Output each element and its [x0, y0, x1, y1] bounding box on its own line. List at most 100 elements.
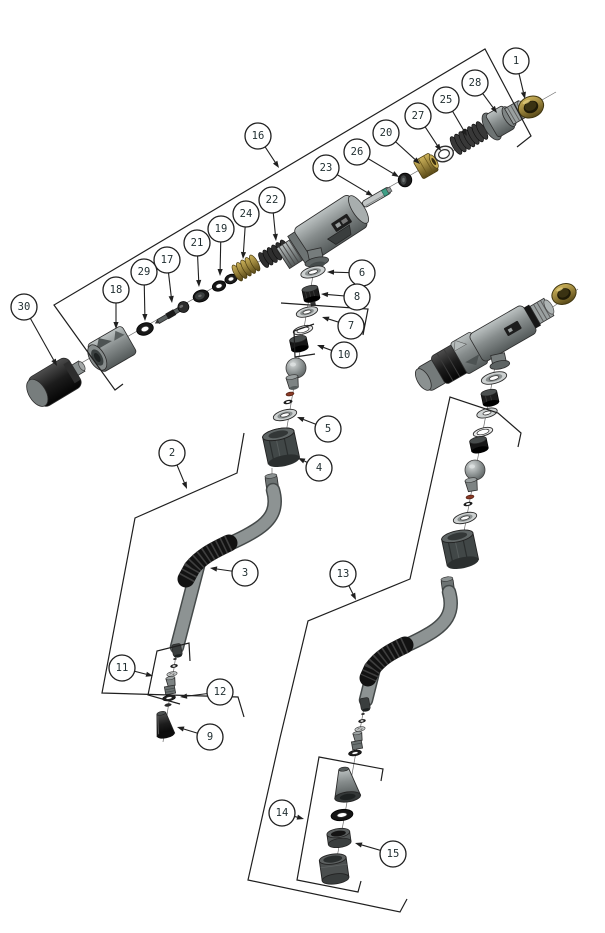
bracket-group-13: [247, 396, 522, 913]
bracket-group-16: [53, 48, 532, 391]
callout-21: 21: [183, 229, 211, 257]
svg-text:2: 2: [169, 447, 175, 459]
arrowhead-3: [210, 566, 218, 572]
callout-19: 19: [207, 215, 235, 243]
arrowhead-19: [217, 268, 223, 276]
callout-29: 29: [130, 258, 158, 286]
svg-text:9: 9: [207, 731, 213, 743]
callout-13: 13: [329, 560, 357, 588]
arrowhead-17: [168, 295, 174, 303]
svg-text:13: 13: [337, 568, 350, 580]
arrowhead-29: [142, 313, 148, 321]
arrowhead-14: [296, 814, 304, 820]
part-24-brass-spring: [231, 254, 261, 282]
svg-text:14: 14: [276, 807, 289, 819]
svg-text:29: 29: [138, 266, 151, 278]
assembly-13-bottom-port: [489, 352, 511, 370]
arrowhead-30: [51, 358, 57, 366]
assembly-13-column: [441, 371, 508, 570]
centerlines: [47, 91, 579, 881]
arrowhead-1: [520, 91, 526, 99]
arrowhead-15: [355, 842, 363, 848]
arrowhead-16: [272, 160, 279, 168]
svg-text:4: 4: [316, 462, 322, 474]
part-14-nozzle-group: [318, 766, 362, 885]
svg-text:21: 21: [191, 237, 204, 249]
part-21-seal-disc: [192, 289, 210, 303]
assembly-13-valve: [414, 297, 555, 391]
svg-text:26: 26: [351, 146, 364, 158]
arrowhead-2: [181, 481, 187, 489]
part-9-nozzle: [156, 710, 176, 739]
part-30-knob: [26, 357, 86, 407]
part-18-swivel-nut: [87, 326, 137, 372]
arrowhead-22: [272, 233, 278, 241]
arrowhead-20: [413, 157, 420, 164]
arrowhead-9: [177, 726, 185, 732]
callout-25: 25: [432, 86, 460, 114]
svg-text:16: 16: [252, 130, 265, 142]
svg-text:30: 30: [18, 301, 31, 313]
part-27-oring-white: [434, 145, 454, 163]
svg-text:15: 15: [387, 848, 400, 860]
part-23-pin: [362, 186, 393, 208]
part-tiny-ring-2: [164, 703, 172, 707]
callout-16: 16: [244, 122, 272, 150]
callout-12: 12: [206, 678, 234, 706]
svg-text:18: 18: [110, 284, 123, 296]
part-17-valve-stem: [154, 301, 190, 324]
arrowhead-6: [327, 269, 335, 275]
arrowhead-26: [391, 171, 399, 177]
bracket-group-11: [147, 642, 191, 705]
callout-6: 6: [348, 259, 376, 287]
svg-text:25: 25: [440, 94, 453, 106]
bubble-layer: 1282527202623162224192117291830687105423…: [10, 47, 530, 868]
callout-4: 4: [305, 454, 333, 482]
svg-text:3: 3: [242, 567, 248, 579]
bracket-group-10: [293, 323, 316, 358]
bracket-group-2: [101, 432, 245, 718]
arrowhead-12: [180, 693, 188, 699]
arrowhead-28: [490, 105, 497, 113]
callout-15: 15: [379, 840, 407, 868]
part-2-tube-assembly: [169, 473, 282, 658]
svg-text:5: 5: [325, 423, 331, 435]
svg-text:20: 20: [380, 127, 393, 139]
svg-text:23: 23: [320, 162, 333, 174]
part-8-knurled-insert: [301, 284, 321, 307]
callout-17: 17: [153, 246, 181, 274]
svg-text:8: 8: [354, 291, 360, 303]
part-3-flex-sleeve: [177, 534, 238, 588]
callout-24: 24: [232, 200, 260, 228]
part-tiny-oring: [283, 399, 293, 405]
callout-8: 8: [343, 283, 371, 311]
svg-text:27: 27: [412, 110, 425, 122]
part-red-seal: [285, 391, 295, 397]
callout-30: 30: [10, 293, 38, 321]
callout-18: 18: [102, 276, 130, 304]
part-26-grommet: [397, 172, 413, 188]
part-16-bottom-port: [304, 247, 330, 269]
svg-text:11: 11: [116, 662, 129, 674]
svg-text:28: 28: [469, 77, 482, 89]
arrowhead-27: [434, 143, 441, 151]
callout-26: 26: [343, 138, 371, 166]
part-5-washer: [272, 408, 298, 422]
svg-text:19: 19: [215, 223, 228, 235]
bracket-group-14: [296, 756, 384, 893]
part-7-washer: [295, 306, 319, 318]
part-brass-ring-nut-2: [551, 283, 577, 305]
callout-1: 1: [502, 47, 530, 75]
callout-2: 2: [158, 439, 186, 467]
part-11-fitting-group: [163, 657, 178, 696]
callout-9: 9: [196, 723, 224, 751]
svg-text:24: 24: [240, 208, 253, 220]
svg-text:12: 12: [214, 686, 227, 698]
callout-7: 7: [337, 312, 365, 340]
part-oring-large: [330, 808, 354, 822]
svg-text:17: 17: [161, 254, 174, 266]
arrowhead-21: [196, 279, 202, 287]
arrowhead-23: [365, 190, 373, 196]
